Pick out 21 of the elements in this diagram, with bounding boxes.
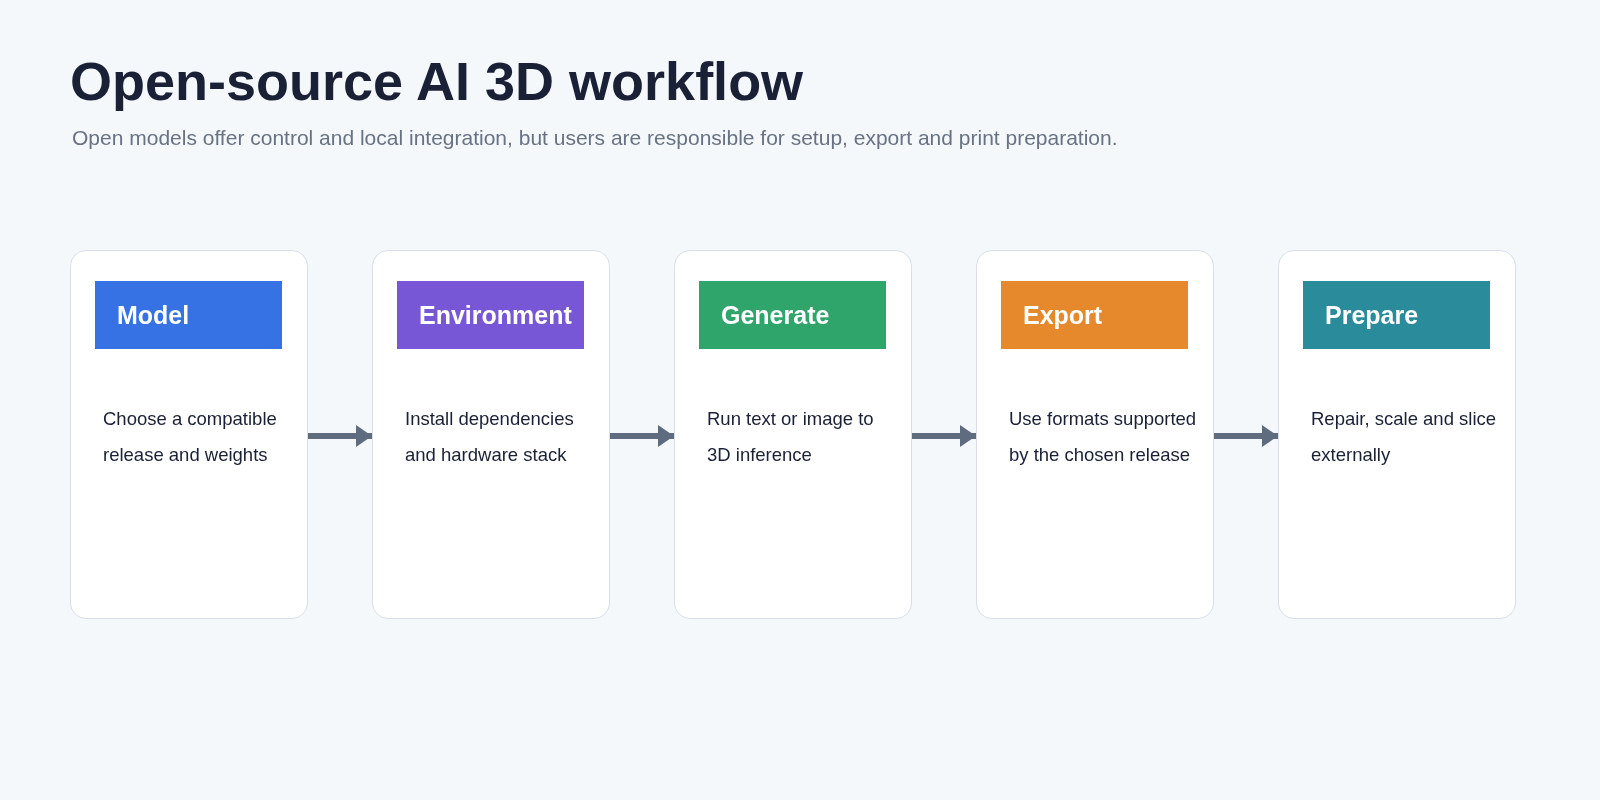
step-card — [976, 250, 1214, 619]
arrow — [912, 425, 976, 447]
title: Open-source AI 3D workflow — [70, 50, 804, 113]
step-card — [1278, 250, 1516, 619]
step-description: Use formats supported by the chosen release — [1009, 407, 1198, 467]
arrow — [1214, 425, 1278, 447]
step-card — [372, 250, 610, 619]
step-header-band: Environment — [397, 281, 584, 349]
step-card — [70, 250, 308, 619]
step-description: Choose a compatible release and weights — [103, 407, 278, 467]
step-description: Run text or image to 3D inference — [707, 407, 875, 467]
step-description: Repair, scale and slice externally — [1311, 407, 1498, 467]
step-header-band: Prepare — [1303, 281, 1490, 349]
arrow — [308, 425, 372, 447]
arrow — [610, 425, 674, 447]
step-header-band: Model — [95, 281, 282, 349]
step-header-band: Export — [1001, 281, 1188, 349]
step-description: Install dependencies and hardware stack — [405, 407, 575, 467]
subtitle: Open models offer control and local integration, but users are responsible for setup, export and print preparation. — [72, 125, 1118, 151]
step-header-band: Generate — [699, 281, 886, 349]
step-card — [674, 250, 912, 619]
